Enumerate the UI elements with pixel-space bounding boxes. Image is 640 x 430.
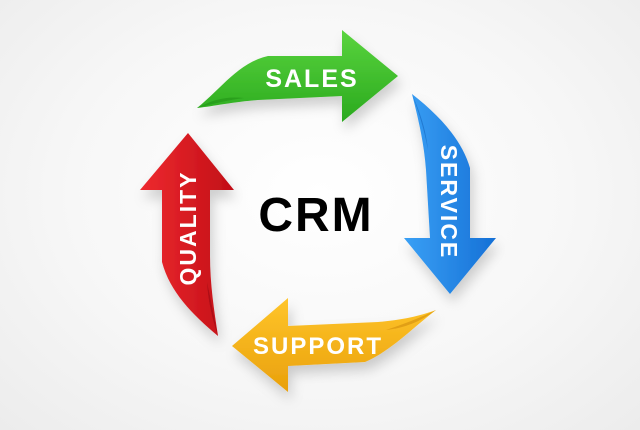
green-arrow-shape [197,30,398,122]
step-arrow-service: SERVICE [404,94,496,294]
step-arrow-sales: SALES [197,30,398,122]
step-arrow-quality: QUALITY [140,133,234,336]
step-label-quality: QUALITY [175,171,201,286]
step-label-service: SERVICE [436,145,462,260]
center-title: CRM [258,189,373,242]
red-arrow-curl [207,282,218,336]
step-arrow-support: SUPPORT [232,298,436,392]
red-arrow-shape [140,133,234,336]
yellow-arrow-shape [232,298,436,392]
green-arrow-curl [197,97,244,108]
step-label-support: SUPPORT [253,333,383,360]
step-label-sales: SALES [265,65,358,93]
